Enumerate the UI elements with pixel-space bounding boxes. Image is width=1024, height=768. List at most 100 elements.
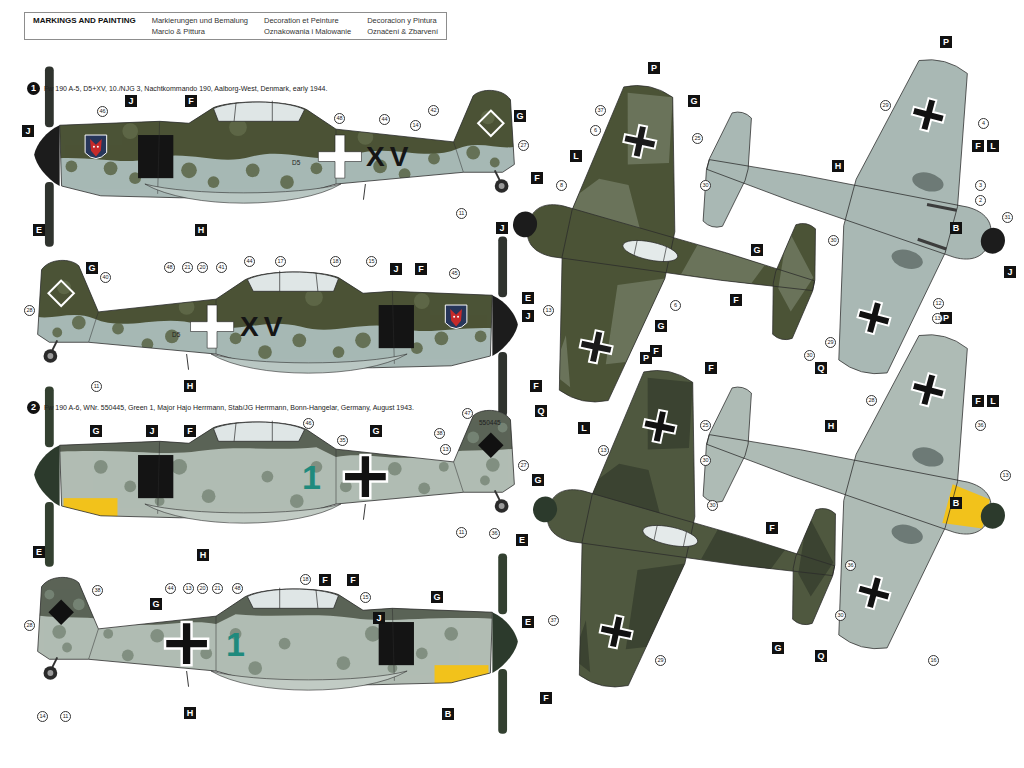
color-callout: J bbox=[390, 263, 402, 275]
callout-number: 11 bbox=[60, 711, 71, 722]
color-callout: F bbox=[540, 692, 552, 704]
color-callout: H bbox=[184, 707, 196, 719]
callout-number: 25 bbox=[700, 420, 711, 431]
color-callout: H bbox=[832, 160, 844, 172]
stencil-text: D5 bbox=[292, 160, 300, 167]
color-callout: G bbox=[86, 262, 98, 274]
callout-number: 48 bbox=[164, 262, 175, 273]
color-callout: J bbox=[125, 95, 137, 107]
callout-number: 4 bbox=[978, 118, 989, 129]
callout-number: 6 bbox=[590, 125, 601, 136]
callout-number: 21 bbox=[212, 583, 223, 594]
callout-number: 17 bbox=[275, 256, 286, 267]
color-callout: E bbox=[33, 224, 45, 236]
color-callout: H bbox=[825, 420, 837, 432]
scheme-caption: Fw 190 A-5, D5+XV, 10./NJG 3, Nachtkomma… bbox=[44, 84, 327, 93]
callout-number: 13 bbox=[598, 445, 609, 456]
side-profile bbox=[32, 386, 522, 566]
callout-number: 37 bbox=[595, 105, 606, 116]
header-translation: Oznakowania i Malowanie bbox=[264, 27, 351, 36]
color-callout: F bbox=[730, 294, 742, 306]
callout-number: 11 bbox=[456, 208, 467, 219]
callout-number: 27 bbox=[518, 140, 529, 151]
callout-number: 27 bbox=[518, 460, 529, 471]
top-view bbox=[500, 350, 867, 728]
callout-number: 42 bbox=[428, 105, 439, 116]
color-callout: G bbox=[688, 95, 700, 107]
color-callout: E bbox=[516, 534, 528, 546]
header-title: MARKINGS AND PAINTING bbox=[33, 16, 136, 25]
callout-number: 48 bbox=[334, 113, 345, 124]
header-box: MARKINGS AND PAINTINGMarkierungen und Be… bbox=[24, 12, 447, 40]
color-callout: E bbox=[522, 292, 534, 304]
color-callout: J bbox=[522, 310, 534, 322]
header-translation: Decoration et Peinture bbox=[264, 16, 351, 25]
callout-number: 12 bbox=[933, 298, 944, 309]
callout-number: 29 bbox=[880, 100, 891, 111]
side-profile bbox=[30, 236, 520, 416]
color-callout: G bbox=[370, 425, 382, 437]
callout-number: 11 bbox=[91, 381, 102, 392]
callout-number: 30 bbox=[700, 455, 711, 466]
callout-number: 36 bbox=[975, 420, 986, 431]
scheme-number: 2 bbox=[27, 401, 40, 414]
callout-number: 15 bbox=[366, 256, 377, 267]
callout-number: 44 bbox=[244, 256, 255, 267]
callout-number: 20 bbox=[197, 262, 208, 273]
callout-number: 37 bbox=[548, 615, 559, 626]
callout-number: 13 bbox=[543, 305, 554, 316]
color-callout: F bbox=[972, 395, 984, 407]
callout-number: 20 bbox=[197, 583, 208, 594]
callout-number: 30 bbox=[804, 350, 815, 361]
callout-number: 46 bbox=[303, 418, 314, 429]
color-callout: Q bbox=[815, 362, 827, 374]
color-callout: H bbox=[197, 549, 209, 561]
color-callout: B bbox=[950, 222, 962, 234]
callout-number: 31 bbox=[1002, 212, 1013, 223]
callout-number: 8 bbox=[556, 180, 567, 191]
color-callout: P bbox=[648, 62, 660, 74]
bottom-view bbox=[666, 9, 1024, 399]
color-callout: F bbox=[705, 362, 717, 374]
callout-number: 21 bbox=[182, 262, 193, 273]
stencil-text: D5 bbox=[172, 332, 180, 339]
color-callout: E bbox=[33, 546, 45, 558]
callout-number: 29 bbox=[655, 655, 666, 666]
callout-number: 36 bbox=[489, 528, 500, 539]
color-callout: J bbox=[496, 222, 508, 234]
color-callout: J bbox=[373, 612, 385, 624]
aircraft-number: 1 bbox=[302, 460, 321, 494]
color-callout: Q bbox=[815, 650, 827, 662]
color-callout: F bbox=[184, 425, 196, 437]
callout-number: 13 bbox=[440, 444, 451, 455]
callout-number: 38 bbox=[92, 585, 103, 596]
scheme-caption: Fw 190 A-6, WNr. 550445, Green 1, Major … bbox=[44, 403, 414, 412]
callout-number: 14 bbox=[410, 120, 421, 131]
callout-number: 3 bbox=[975, 180, 986, 191]
color-callout: F bbox=[531, 172, 543, 184]
side-profile bbox=[30, 553, 520, 733]
color-callout: L bbox=[570, 150, 582, 162]
callout-number: 30 bbox=[828, 235, 839, 246]
header-translation: Decoracion y Pintura bbox=[367, 16, 438, 25]
callout-number: 29 bbox=[825, 337, 836, 348]
callout-number: 25 bbox=[692, 133, 703, 144]
aircraft-number: 1 bbox=[226, 627, 245, 661]
callout-number: 45 bbox=[449, 268, 460, 279]
color-callout: F bbox=[530, 380, 542, 392]
color-callout: F bbox=[650, 345, 662, 357]
color-callout: F bbox=[185, 95, 197, 107]
color-callout: G bbox=[751, 244, 763, 256]
stencil-text: 550445 bbox=[479, 420, 501, 427]
color-callout: F bbox=[347, 574, 359, 586]
color-callout: F bbox=[415, 263, 427, 275]
bottom-view bbox=[666, 284, 1024, 674]
callout-number: 46 bbox=[97, 106, 108, 117]
callout-number: 30 bbox=[835, 610, 846, 621]
color-callout: H bbox=[184, 380, 196, 392]
callout-number: 47 bbox=[462, 408, 473, 419]
callout-number: 15 bbox=[360, 592, 371, 603]
callout-number: 41 bbox=[216, 262, 227, 273]
header-translation: Označení & Zbarvení bbox=[367, 27, 438, 36]
color-callout: G bbox=[772, 642, 784, 654]
